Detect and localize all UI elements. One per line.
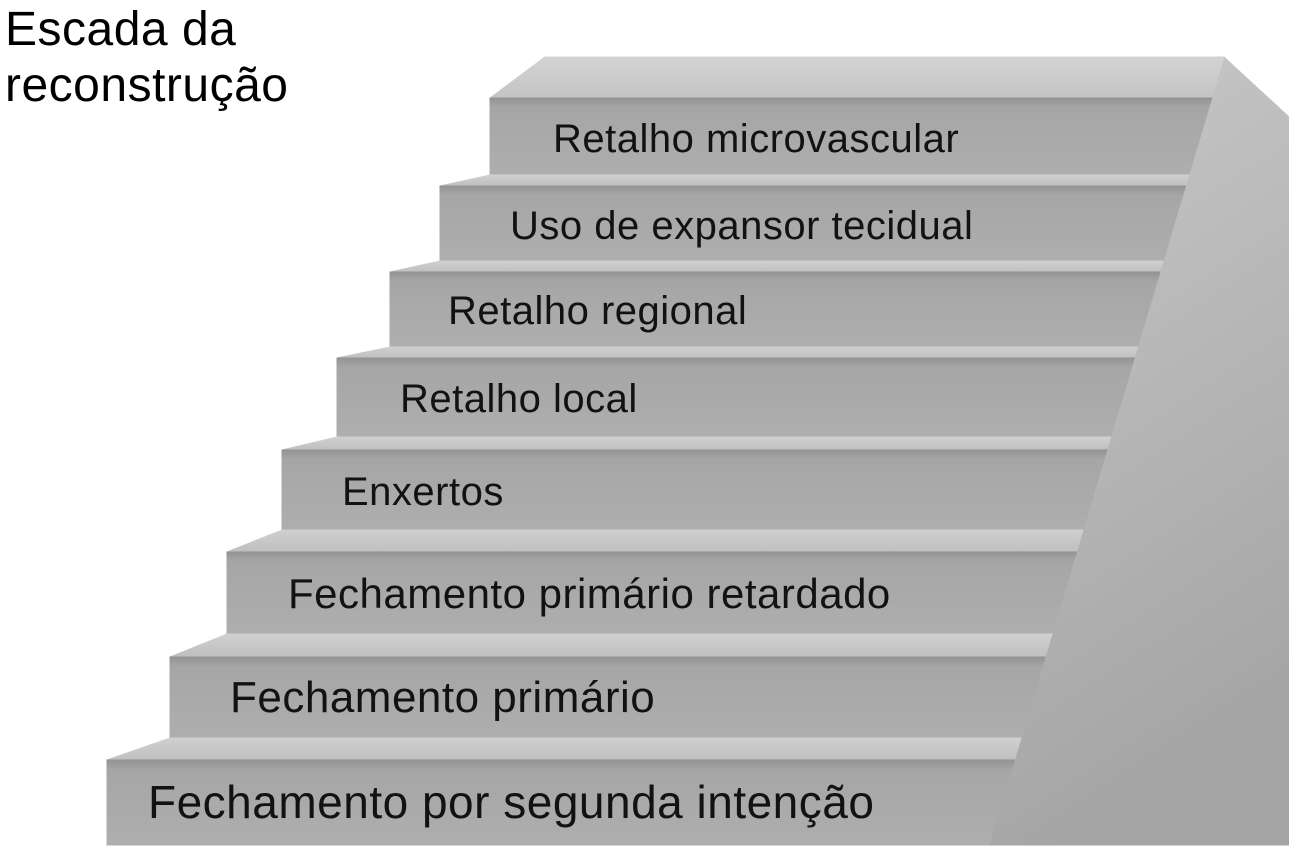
step-2-tread: [169, 633, 1053, 658]
step-1-label: Fechamento por segunda intenção: [148, 776, 874, 828]
step-1-tread: [106, 737, 1022, 761]
step-5-label: Retalho local: [400, 377, 638, 421]
staircase-top-tread: [488, 56, 1225, 99]
step-7-label: Uso de expansor tecidual: [510, 204, 973, 248]
step-6-label: Retalho regional: [448, 289, 747, 333]
step-8-label: Retalho microvascular: [553, 117, 959, 161]
step-1-riser: [106, 759, 1016, 846]
figure-title: Escada da reconstrução: [5, 3, 289, 112]
step-3-tread: [226, 529, 1084, 553]
step-4-tread: [281, 436, 1112, 451]
step-6-tread: [389, 260, 1164, 273]
step-5-tread: [336, 346, 1139, 359]
step-4-label: Enxertos: [342, 470, 504, 514]
staircase: Retalho microvascular Uso de expansor te…: [106, 56, 1289, 846]
step-3-label: Fechamento primário retardado: [288, 570, 891, 617]
step-2-label: Fechamento primário: [230, 673, 655, 722]
step-7-tread: [439, 174, 1190, 187]
